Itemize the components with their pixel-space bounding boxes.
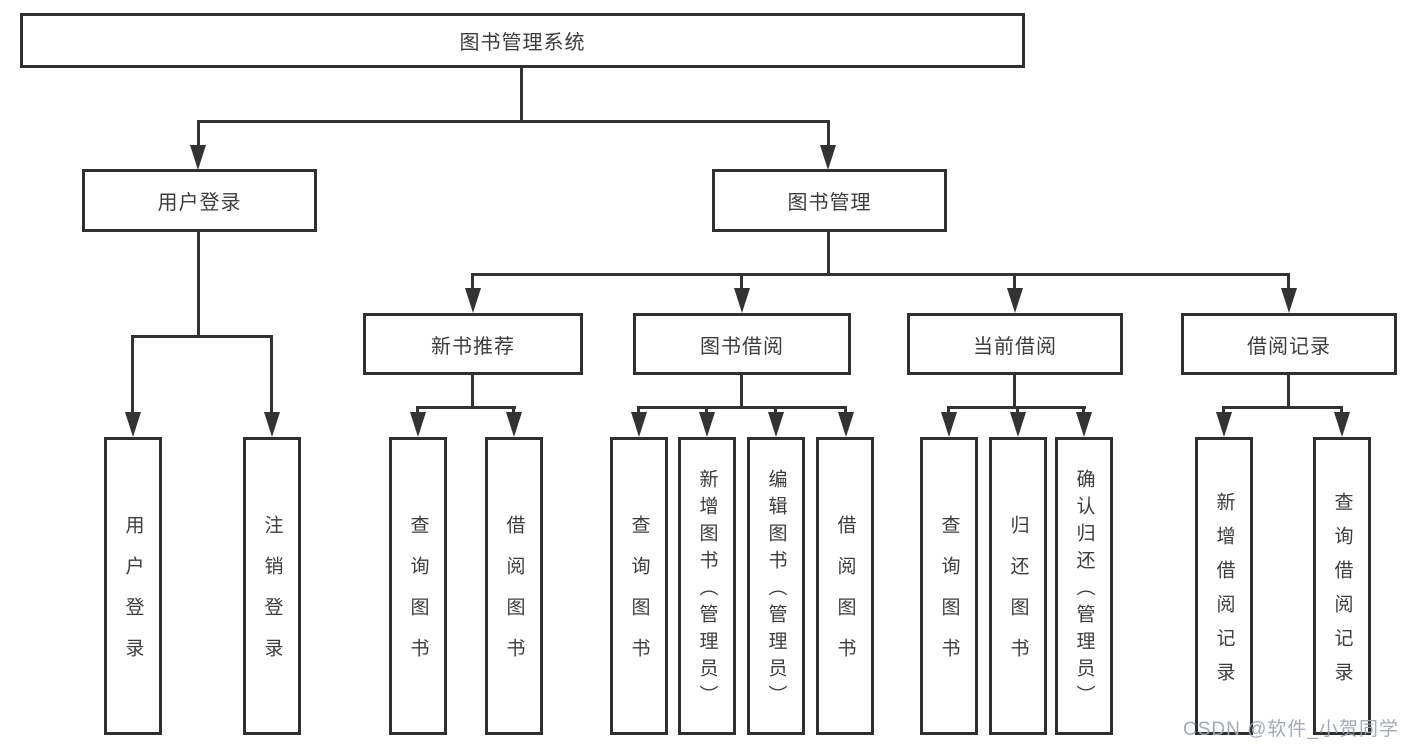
connector-trunk <box>740 375 743 409</box>
connector-trunk <box>1287 375 1290 409</box>
connector-stub <box>197 120 200 148</box>
node-label: 归还图书 <box>1007 515 1029 679</box>
node-label: 图书借阅 <box>700 335 784 358</box>
connector-stub <box>774 406 777 415</box>
connector-stub <box>1013 273 1016 291</box>
connector-mgmt-trunk <box>827 232 830 276</box>
arrowhead-icon <box>631 412 647 437</box>
node-label: 图书管理 <box>787 192 872 214</box>
leaf-add-borrow-record: 新增借阅记录 <box>1195 437 1253 735</box>
connector-root-trunk <box>520 68 523 123</box>
arrowhead-icon <box>125 412 141 437</box>
arrowhead-icon <box>190 145 206 170</box>
node-label: 新书推荐 <box>431 335 515 358</box>
leaf-edit-books-admin: 编辑图书（管理员） <box>747 437 805 735</box>
connector-stub <box>1016 406 1019 415</box>
arrowhead-icon <box>1216 412 1232 437</box>
connector-stub <box>705 406 708 415</box>
node-label: 用户登录 <box>122 515 144 679</box>
node-label: 借阅图书 <box>834 515 856 679</box>
connector-trunk <box>1013 375 1016 409</box>
connector-stub <box>471 273 474 291</box>
connector-stub <box>947 406 950 415</box>
node-label: 查询图书 <box>407 515 429 679</box>
connector-stub <box>416 406 419 415</box>
connector-stub <box>1222 406 1225 415</box>
connector-stub <box>270 335 273 415</box>
node-new-book-recommend: 新书推荐 <box>363 313 583 375</box>
node-user-login: 用户登录 <box>82 169 317 232</box>
connector-level2-branch <box>197 120 830 123</box>
node-borrowing-records: 借阅记录 <box>1181 313 1397 375</box>
arrowhead-icon <box>768 412 784 437</box>
connector-branch <box>637 406 847 409</box>
node-label: 查询图书 <box>938 515 960 679</box>
connector-trunk <box>471 375 474 409</box>
csdn-watermark: CSDN @软件_小贺同学 <box>1183 719 1399 740</box>
arrowhead-icon <box>838 412 854 437</box>
leaf-query-books-recommend: 查询图书 <box>389 437 447 735</box>
connector-stub <box>1082 406 1085 415</box>
node-current-borrowing: 当前借阅 <box>907 313 1123 375</box>
arrowhead-icon <box>820 145 836 170</box>
node-label: 图书管理系统 <box>459 32 586 54</box>
connector-level3-branch <box>471 273 1290 276</box>
node-label: 查询借阅记录 <box>1331 491 1353 696</box>
leaf-logout: 注销登录 <box>243 437 301 735</box>
leaf-add-books-admin: 新增图书（管理员） <box>678 437 736 735</box>
connector-login-branch <box>131 335 273 338</box>
connector-stub <box>637 406 640 415</box>
node-label: 借阅记录 <box>1247 335 1331 358</box>
leaf-borrow-books-recommend: 借阅图书 <box>485 437 543 735</box>
node-root-system: 图书管理系统 <box>20 13 1025 68</box>
arrowhead-icon <box>734 288 750 313</box>
node-label: 新增借阅记录 <box>1213 491 1235 696</box>
node-book-borrowing: 图书借阅 <box>633 313 851 375</box>
node-label: 注销登录 <box>261 515 283 679</box>
connector-login-trunk <box>197 232 200 338</box>
leaf-borrow-books: 借阅图书 <box>816 437 874 735</box>
leaf-query-books-borrowing: 查询图书 <box>610 437 668 735</box>
connector-branch <box>416 406 516 409</box>
leaf-user-login: 用户登录 <box>104 437 162 735</box>
node-label: 当前借阅 <box>973 335 1057 358</box>
connector-stub <box>512 406 515 415</box>
arrowhead-icon <box>1007 288 1023 313</box>
connector-stub <box>844 406 847 415</box>
connector-stub <box>131 335 134 415</box>
arrowhead-icon <box>1010 412 1026 437</box>
connector-stub <box>1340 406 1343 415</box>
node-label: 查询图书 <box>628 515 650 679</box>
connector-stub <box>827 120 830 148</box>
arrowhead-icon <box>699 412 715 437</box>
arrowhead-icon <box>1334 412 1350 437</box>
leaf-query-books-current: 查询图书 <box>920 437 978 735</box>
node-label: 确认归还（管理员） <box>1073 468 1095 712</box>
arrowhead-icon <box>506 412 522 437</box>
arrowhead-icon <box>264 412 280 437</box>
leaf-confirm-return-admin: 确认归还（管理员） <box>1055 437 1113 735</box>
node-label: 借阅图书 <box>503 515 525 679</box>
leaf-return-books: 归还图书 <box>989 437 1047 735</box>
leaf-query-borrow-record: 查询借阅记录 <box>1313 437 1371 735</box>
arrowhead-icon <box>1281 288 1297 313</box>
connector-stub <box>1287 273 1290 291</box>
node-book-management: 图书管理 <box>712 169 947 232</box>
node-label: 用户登录 <box>157 192 242 214</box>
arrowhead-icon <box>465 288 481 313</box>
connector-branch <box>1222 406 1343 409</box>
arrowhead-icon <box>941 412 957 437</box>
connector-stub <box>740 273 743 291</box>
arrowhead-icon <box>410 412 426 437</box>
arrowhead-icon <box>1076 412 1092 437</box>
node-label: 编辑图书（管理员） <box>765 468 787 712</box>
node-label: 新增图书（管理员） <box>696 468 718 712</box>
